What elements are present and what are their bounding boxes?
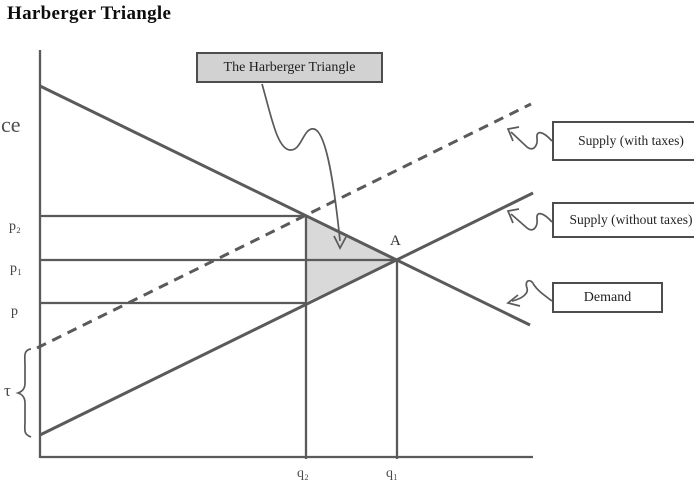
supply-without-tax-curve xyxy=(39,191,534,437)
demand-arrow-line xyxy=(511,279,553,302)
p-price-label: p xyxy=(11,304,18,319)
supply-with-tax-arrow-head-icon xyxy=(506,126,520,142)
p1-price-label: p₁ xyxy=(10,261,22,276)
supply-without-taxes-label: Supply (without taxes) xyxy=(569,212,693,227)
supply-with-taxes-label: Supply (with taxes) xyxy=(578,133,684,148)
point-a-label: A xyxy=(390,233,401,249)
tau-brace xyxy=(15,348,32,438)
demand-curve xyxy=(39,84,531,327)
q1-quantity-label: q₁ xyxy=(386,466,398,480)
price-axis-label: ce xyxy=(1,112,21,137)
harberger-triangle-callout-box: The Harberger Triangle xyxy=(196,52,383,83)
q2-quantity-label: q₂ xyxy=(297,466,309,480)
demand-label-box: Demand xyxy=(552,282,663,313)
supply-with-tax-curve xyxy=(36,102,532,350)
p2-price-label: p₂ xyxy=(9,219,21,234)
supply-with-tax-arrow-line xyxy=(510,131,553,150)
harberger-triangle-callout-label: The Harberger Triangle xyxy=(223,59,356,75)
callout-arrow-head-icon xyxy=(333,235,347,250)
supply-without-tax-arrow-line xyxy=(510,212,553,231)
page-title: Harberger Triangle xyxy=(7,3,172,24)
demand-arrow-head-icon xyxy=(506,294,521,307)
demand-label: Demand xyxy=(583,289,632,305)
supply-without-tax-arrow-head-icon xyxy=(506,208,520,224)
tau-tax-label: τ xyxy=(4,381,11,400)
supply-without-taxes-label-box: Supply (without taxes) xyxy=(552,202,694,238)
supply-with-taxes-label-box: Supply (with taxes) xyxy=(552,121,694,161)
callout-arrow-line xyxy=(261,83,341,242)
